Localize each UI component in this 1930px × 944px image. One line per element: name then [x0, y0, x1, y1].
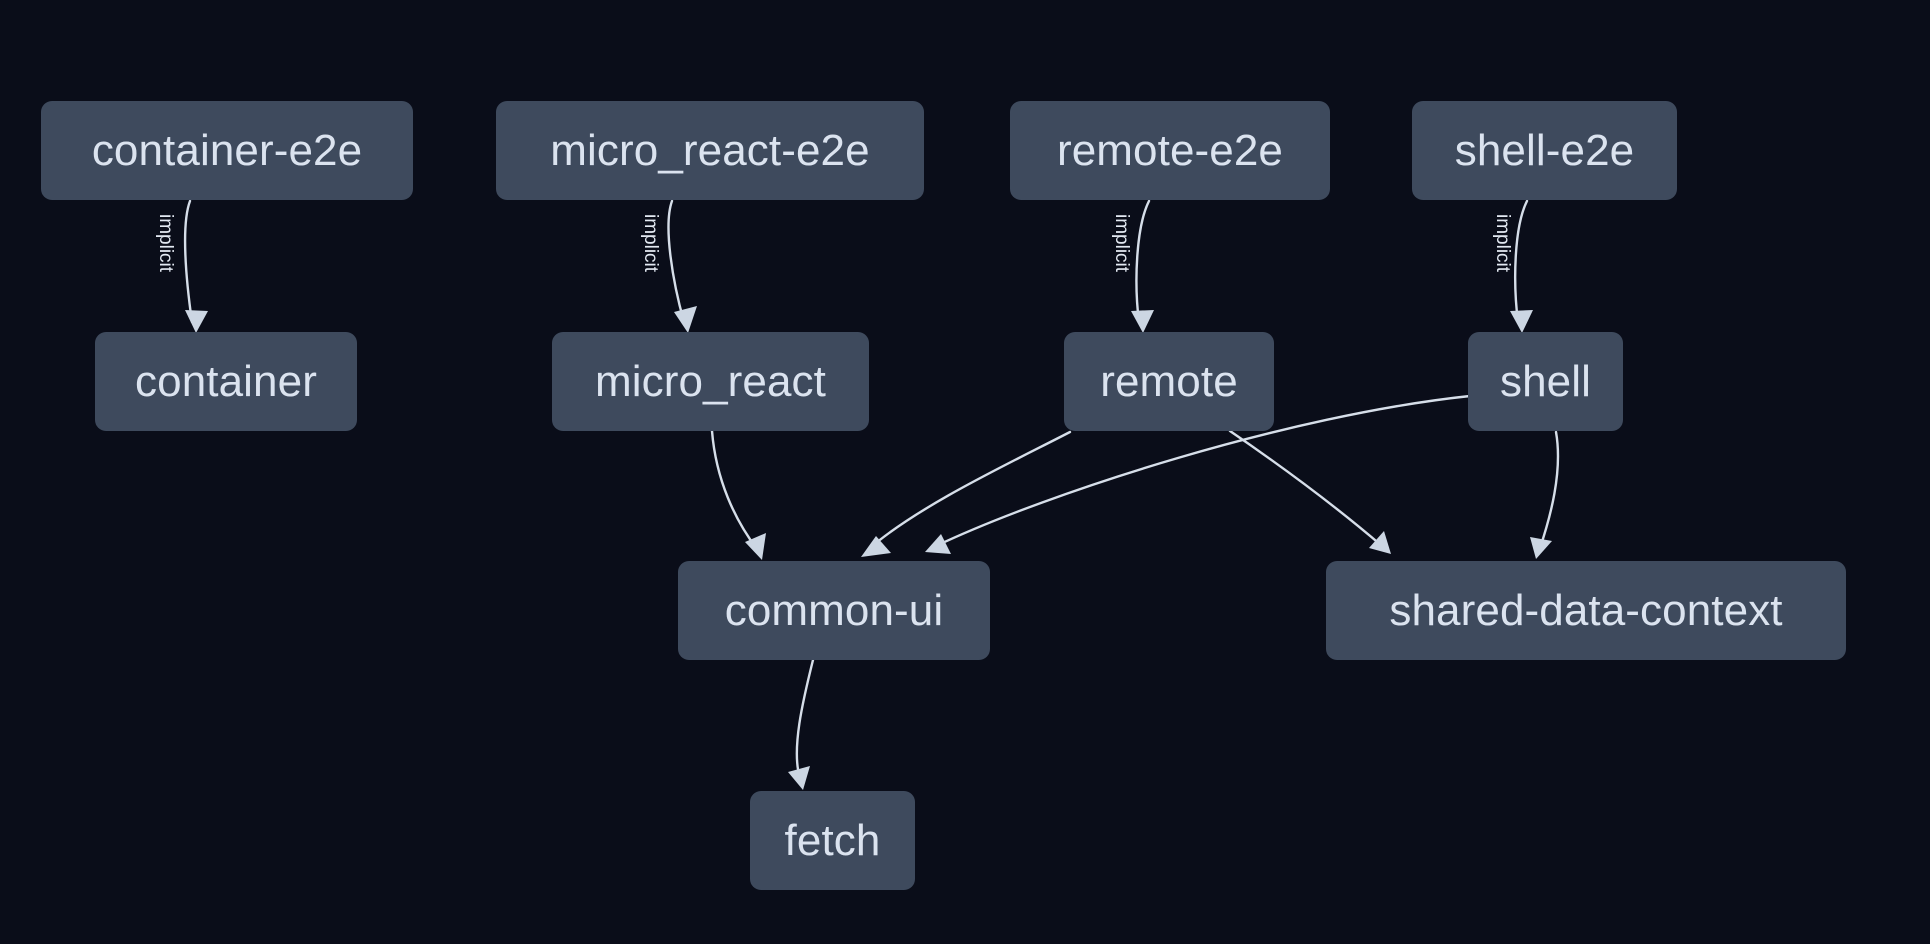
- edge-shell-e2e-to-shell: [1514, 199, 1529, 324]
- edge-micro_react-e2e-to-micro_react: [667, 199, 686, 324]
- node-label-container: container: [135, 356, 317, 406]
- node-label-fetch: fetch: [784, 815, 881, 865]
- node-label-shell: shell: [1500, 356, 1591, 406]
- edge-remote-e2e-to-remote: [1135, 199, 1151, 324]
- arrowhead-container-e2e-to-container: [185, 310, 208, 333]
- edge-container-e2e-to-container: [183, 199, 194, 324]
- node-label-shared-data-context: shared-data-context: [1389, 585, 1783, 635]
- arrowhead-shell-e2e-to-shell: [1510, 310, 1533, 333]
- edge-label-micro_react-e2e-to-micro_react: implicit: [640, 214, 661, 273]
- node-shell[interactable]: shell: [1468, 332, 1623, 431]
- edge-label-remote-e2e-to-remote: implicit: [1111, 214, 1132, 273]
- edge-label-shell-e2e-to-shell: implicit: [1492, 214, 1513, 273]
- node-container[interactable]: container: [95, 332, 357, 431]
- edge-micro_react-to-common-ui: [710, 429, 759, 551]
- node-label-shell-e2e: shell-e2e: [1454, 125, 1635, 175]
- edge-remote-to-shared-data-context: [1228, 429, 1384, 548]
- arrowhead-common-ui-to-fetch: [788, 766, 810, 790]
- node-remote-e2e[interactable]: remote-e2e: [1010, 101, 1330, 200]
- node-micro_react-e2e[interactable]: micro_react-e2e: [496, 101, 924, 200]
- arrowhead-remote-to-shared-data-context: [1369, 531, 1391, 554]
- arrowhead-shell-to-shared-data-context: [1530, 537, 1552, 559]
- arrowhead-remote-to-common-ui: [861, 536, 891, 557]
- node-remote[interactable]: remote: [1064, 332, 1274, 431]
- node-container-e2e[interactable]: container-e2e: [41, 101, 413, 200]
- arrowhead-shell-to-common-ui: [925, 534, 951, 554]
- edge-remote-to-common-ui: [868, 430, 1072, 550]
- edge-label-container-e2e-to-container: implicit: [155, 214, 176, 273]
- node-shell-e2e[interactable]: shell-e2e: [1412, 101, 1677, 200]
- edge-shell-to-shared-data-context: [1538, 430, 1560, 550]
- edge-common-ui-to-fetch: [795, 658, 815, 780]
- node-label-remote-e2e: remote-e2e: [1056, 125, 1283, 175]
- node-micro_react[interactable]: micro_react: [552, 332, 869, 431]
- arrowhead-micro_react-to-common-ui: [745, 533, 766, 560]
- arrowhead-remote-e2e-to-remote: [1131, 310, 1154, 333]
- node-label-micro_react-e2e: micro_react-e2e: [550, 125, 870, 175]
- node-shared-data-context[interactable]: shared-data-context: [1326, 561, 1846, 660]
- node-label-container-e2e: container-e2e: [91, 125, 363, 175]
- node-label-common-ui: common-ui: [724, 585, 944, 635]
- node-fetch[interactable]: fetch: [750, 791, 915, 890]
- arrowhead-micro_react-e2e-to-micro_react: [674, 306, 697, 333]
- node-label-micro_react: micro_react: [595, 356, 826, 406]
- node-common-ui[interactable]: common-ui: [678, 561, 990, 660]
- node-label-remote: remote: [1100, 356, 1238, 406]
